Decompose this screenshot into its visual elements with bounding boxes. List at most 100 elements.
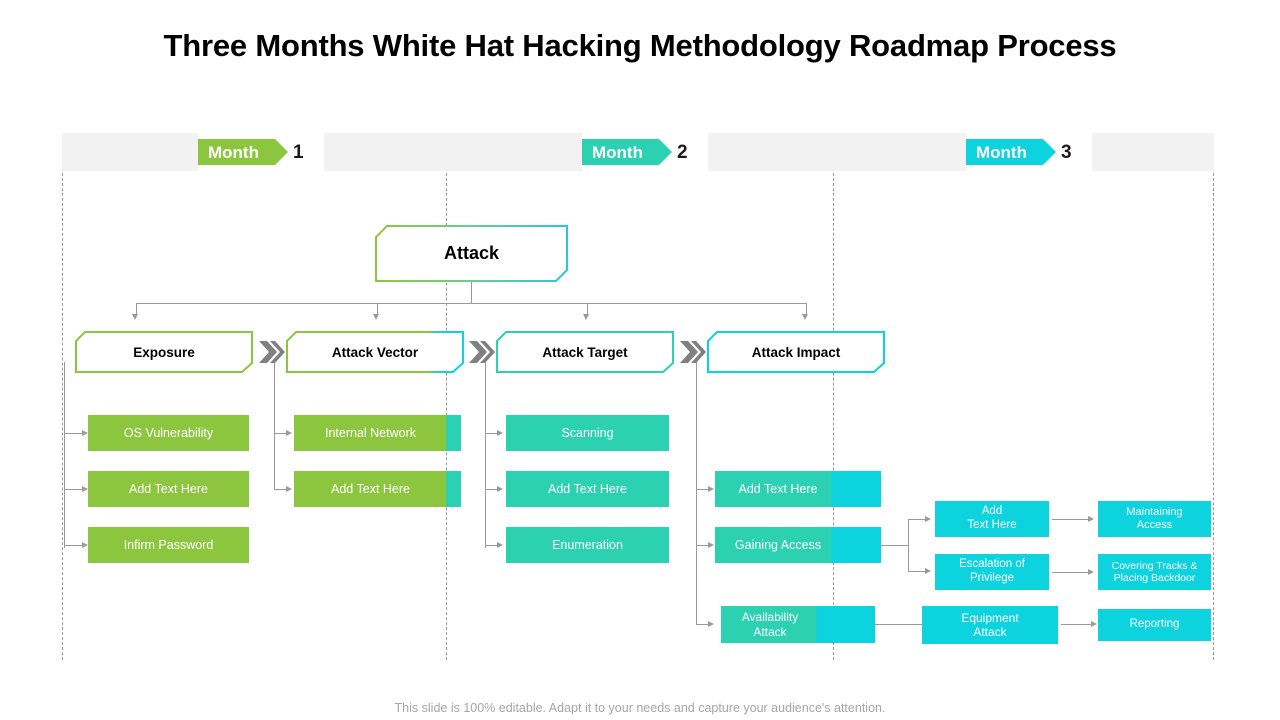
root-node-bracket-icon xyxy=(375,225,568,282)
branch-arrow-attack-target xyxy=(583,314,589,320)
month-chip-3[interactable]: Month 3 xyxy=(966,133,1092,171)
col5-branch-1 xyxy=(908,519,925,520)
col2-arrow-2 xyxy=(286,486,292,492)
item-label: OS Vulnerability xyxy=(123,425,214,440)
col4-branch-2 xyxy=(696,545,708,546)
col2-branch-2 xyxy=(274,489,286,490)
col1-arrow-1 xyxy=(82,430,88,436)
item-box-internal-network[interactable]: Internal Network xyxy=(294,415,461,451)
stage-node-exposure[interactable]: Exposure xyxy=(75,331,253,373)
root-node-attack[interactable]: Attack xyxy=(375,225,568,282)
col1-branch-3 xyxy=(64,545,82,546)
branch-line-exposure xyxy=(136,303,137,316)
month-number-3: 3 xyxy=(1060,141,1072,163)
col6-arrow-2 xyxy=(1088,569,1094,575)
month-label-2: Month xyxy=(592,142,643,162)
page-title: Three Months White Hat Hacking Methodolo… xyxy=(163,28,1117,63)
stage-node-attack-impact[interactable]: Attack Impact xyxy=(707,331,885,373)
col4-arrow-2 xyxy=(708,542,714,548)
item-label-line2: Placing Backdoor xyxy=(1113,572,1196,584)
item-box-infirm-password[interactable]: Infirm Password xyxy=(88,527,249,563)
stage-node-attack-target[interactable]: Attack Target xyxy=(496,331,674,373)
branch-arrow-attack-vector xyxy=(373,314,379,320)
stage-node-attack-vector[interactable]: Attack Vector xyxy=(286,331,464,373)
branch-line-attack-target xyxy=(587,303,588,316)
footer-note: This slide is 100% editable. Adapt it to… xyxy=(394,701,886,715)
item-box-exposure-add-text[interactable]: Add Text Here xyxy=(88,471,249,507)
item-box-attack-vector-add-text[interactable]: Add Text Here xyxy=(294,471,461,507)
month-label-3: Month xyxy=(976,142,1027,162)
col2-arrow-1 xyxy=(286,430,292,436)
gaining-access-riser xyxy=(908,519,909,571)
item-box-attack-target-add-text[interactable]: Add Text Here xyxy=(506,471,669,507)
gaining-access-stub xyxy=(881,545,908,546)
item-label-line1: Covering Tracks & xyxy=(1111,559,1198,572)
item-label-line1: Maintaining xyxy=(1126,506,1183,519)
col4-spine xyxy=(696,362,697,624)
stage-bracket-icon xyxy=(496,331,674,373)
month-number-1: 1 xyxy=(292,141,304,163)
item-label-line1: Equipment xyxy=(961,610,1019,625)
col2-branch-1 xyxy=(274,433,286,434)
chevron-right-icon xyxy=(259,341,285,363)
item-label: Enumeration xyxy=(552,537,623,552)
item-box-attack-impact-add-text[interactable]: Add Text Here xyxy=(715,471,881,507)
col3-arrow-3 xyxy=(497,542,503,548)
col3-spine xyxy=(485,362,486,548)
col4-branch-3 xyxy=(696,624,708,625)
item-box-covering-tracks[interactable]: Covering Tracks & Placing Backdoor xyxy=(1098,554,1211,590)
col3-arrow-2 xyxy=(497,486,503,492)
month-divider-2-3 xyxy=(833,173,834,660)
col1-branch-2 xyxy=(64,489,82,490)
month-arrow-3: Month xyxy=(966,139,1056,165)
item-label: Add Text Here xyxy=(129,481,208,496)
item-box-os-vulnerability[interactable]: OS Vulnerability xyxy=(88,415,249,451)
chevron-right-icon-3 xyxy=(679,339,707,365)
col4-arrow-1 xyxy=(708,486,714,492)
stage-bracket-icon xyxy=(75,331,253,373)
availability-to-equipment-line xyxy=(875,624,922,625)
col1-arrow-2 xyxy=(82,486,88,492)
item-box-enumeration[interactable]: Enumeration xyxy=(506,527,669,563)
item-box-maintaining-access[interactable]: Maintaining Access xyxy=(1098,501,1211,537)
item-box-reporting[interactable]: Reporting xyxy=(1098,609,1211,641)
chevron-right-icon xyxy=(469,341,495,363)
item-label-line2: Attack xyxy=(753,624,787,639)
chevron-right-icon-1 xyxy=(258,339,286,365)
item-label-line1: Escalation of xyxy=(959,558,1025,571)
item-label-line1: Add xyxy=(981,505,1003,518)
item-box-availability-attack[interactable]: Availability Attack xyxy=(721,606,875,643)
item-label-line1: Availability xyxy=(741,610,799,625)
item-label: Add Text Here xyxy=(548,481,627,496)
col5-arrow-2 xyxy=(925,568,931,574)
month-arrow-2: Month xyxy=(582,139,672,165)
item-box-escalation-of-privilege[interactable]: Escalation of Privilege xyxy=(935,554,1049,590)
item-box-add-text-here-mid[interactable]: Add Text Here xyxy=(935,501,1049,537)
col4-arrow-3 xyxy=(708,621,714,627)
item-box-gaining-access[interactable]: Gaining Access xyxy=(715,527,881,563)
col6-arrow-3 xyxy=(1091,621,1097,627)
month-chip-1[interactable]: Month 1 xyxy=(198,133,324,171)
stage-bracket-icon xyxy=(286,331,464,373)
distribution-bar xyxy=(136,303,806,304)
month-divider-left xyxy=(62,173,63,660)
branch-arrow-attack-impact xyxy=(802,314,808,320)
col1-branch-1 xyxy=(64,433,82,434)
col6-connector-2 xyxy=(1052,572,1088,573)
stage-label-attack-vector: Attack Vector xyxy=(331,344,419,360)
branch-arrow-exposure xyxy=(132,314,138,320)
stage-label-attack-impact: Attack Impact xyxy=(751,344,841,360)
month-label-1: Month xyxy=(208,142,259,162)
root-node-label: Attack xyxy=(443,243,500,263)
month-chip-2[interactable]: Month 2 xyxy=(582,133,708,171)
branch-line-attack-impact xyxy=(806,303,807,316)
item-label-line2: Text Here xyxy=(967,519,1017,531)
item-label-line1: Reporting xyxy=(1129,618,1180,631)
col3-arrow-1 xyxy=(497,430,503,436)
chevron-right-icon xyxy=(680,341,706,363)
item-box-equipment-attack[interactable]: Equipment Attack xyxy=(922,606,1058,644)
item-label: Scanning xyxy=(561,425,614,440)
item-box-scanning[interactable]: Scanning xyxy=(506,415,669,451)
root-drop-line xyxy=(471,282,472,303)
branch-line-attack-vector xyxy=(377,303,378,316)
